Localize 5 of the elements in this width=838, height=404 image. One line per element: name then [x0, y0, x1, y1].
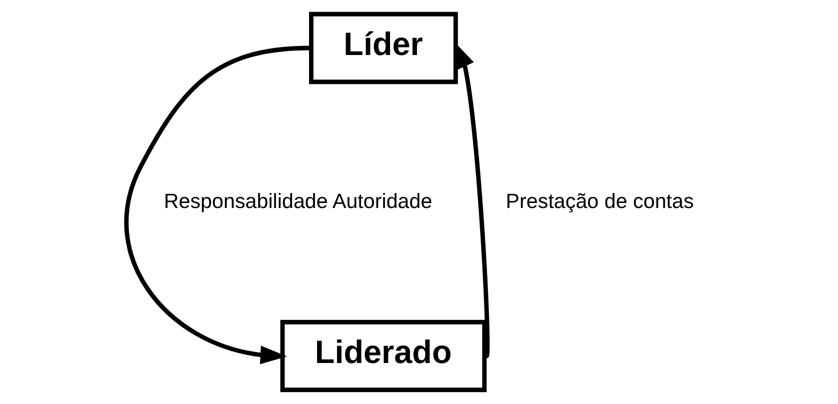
node-box: Liderado [280, 320, 487, 392]
node-box: Líder [309, 12, 458, 84]
edge-label: Responsabilidade Autoridade [164, 190, 432, 214]
edge-label: Prestação de contas [506, 190, 694, 214]
arrow [124, 46, 310, 364]
